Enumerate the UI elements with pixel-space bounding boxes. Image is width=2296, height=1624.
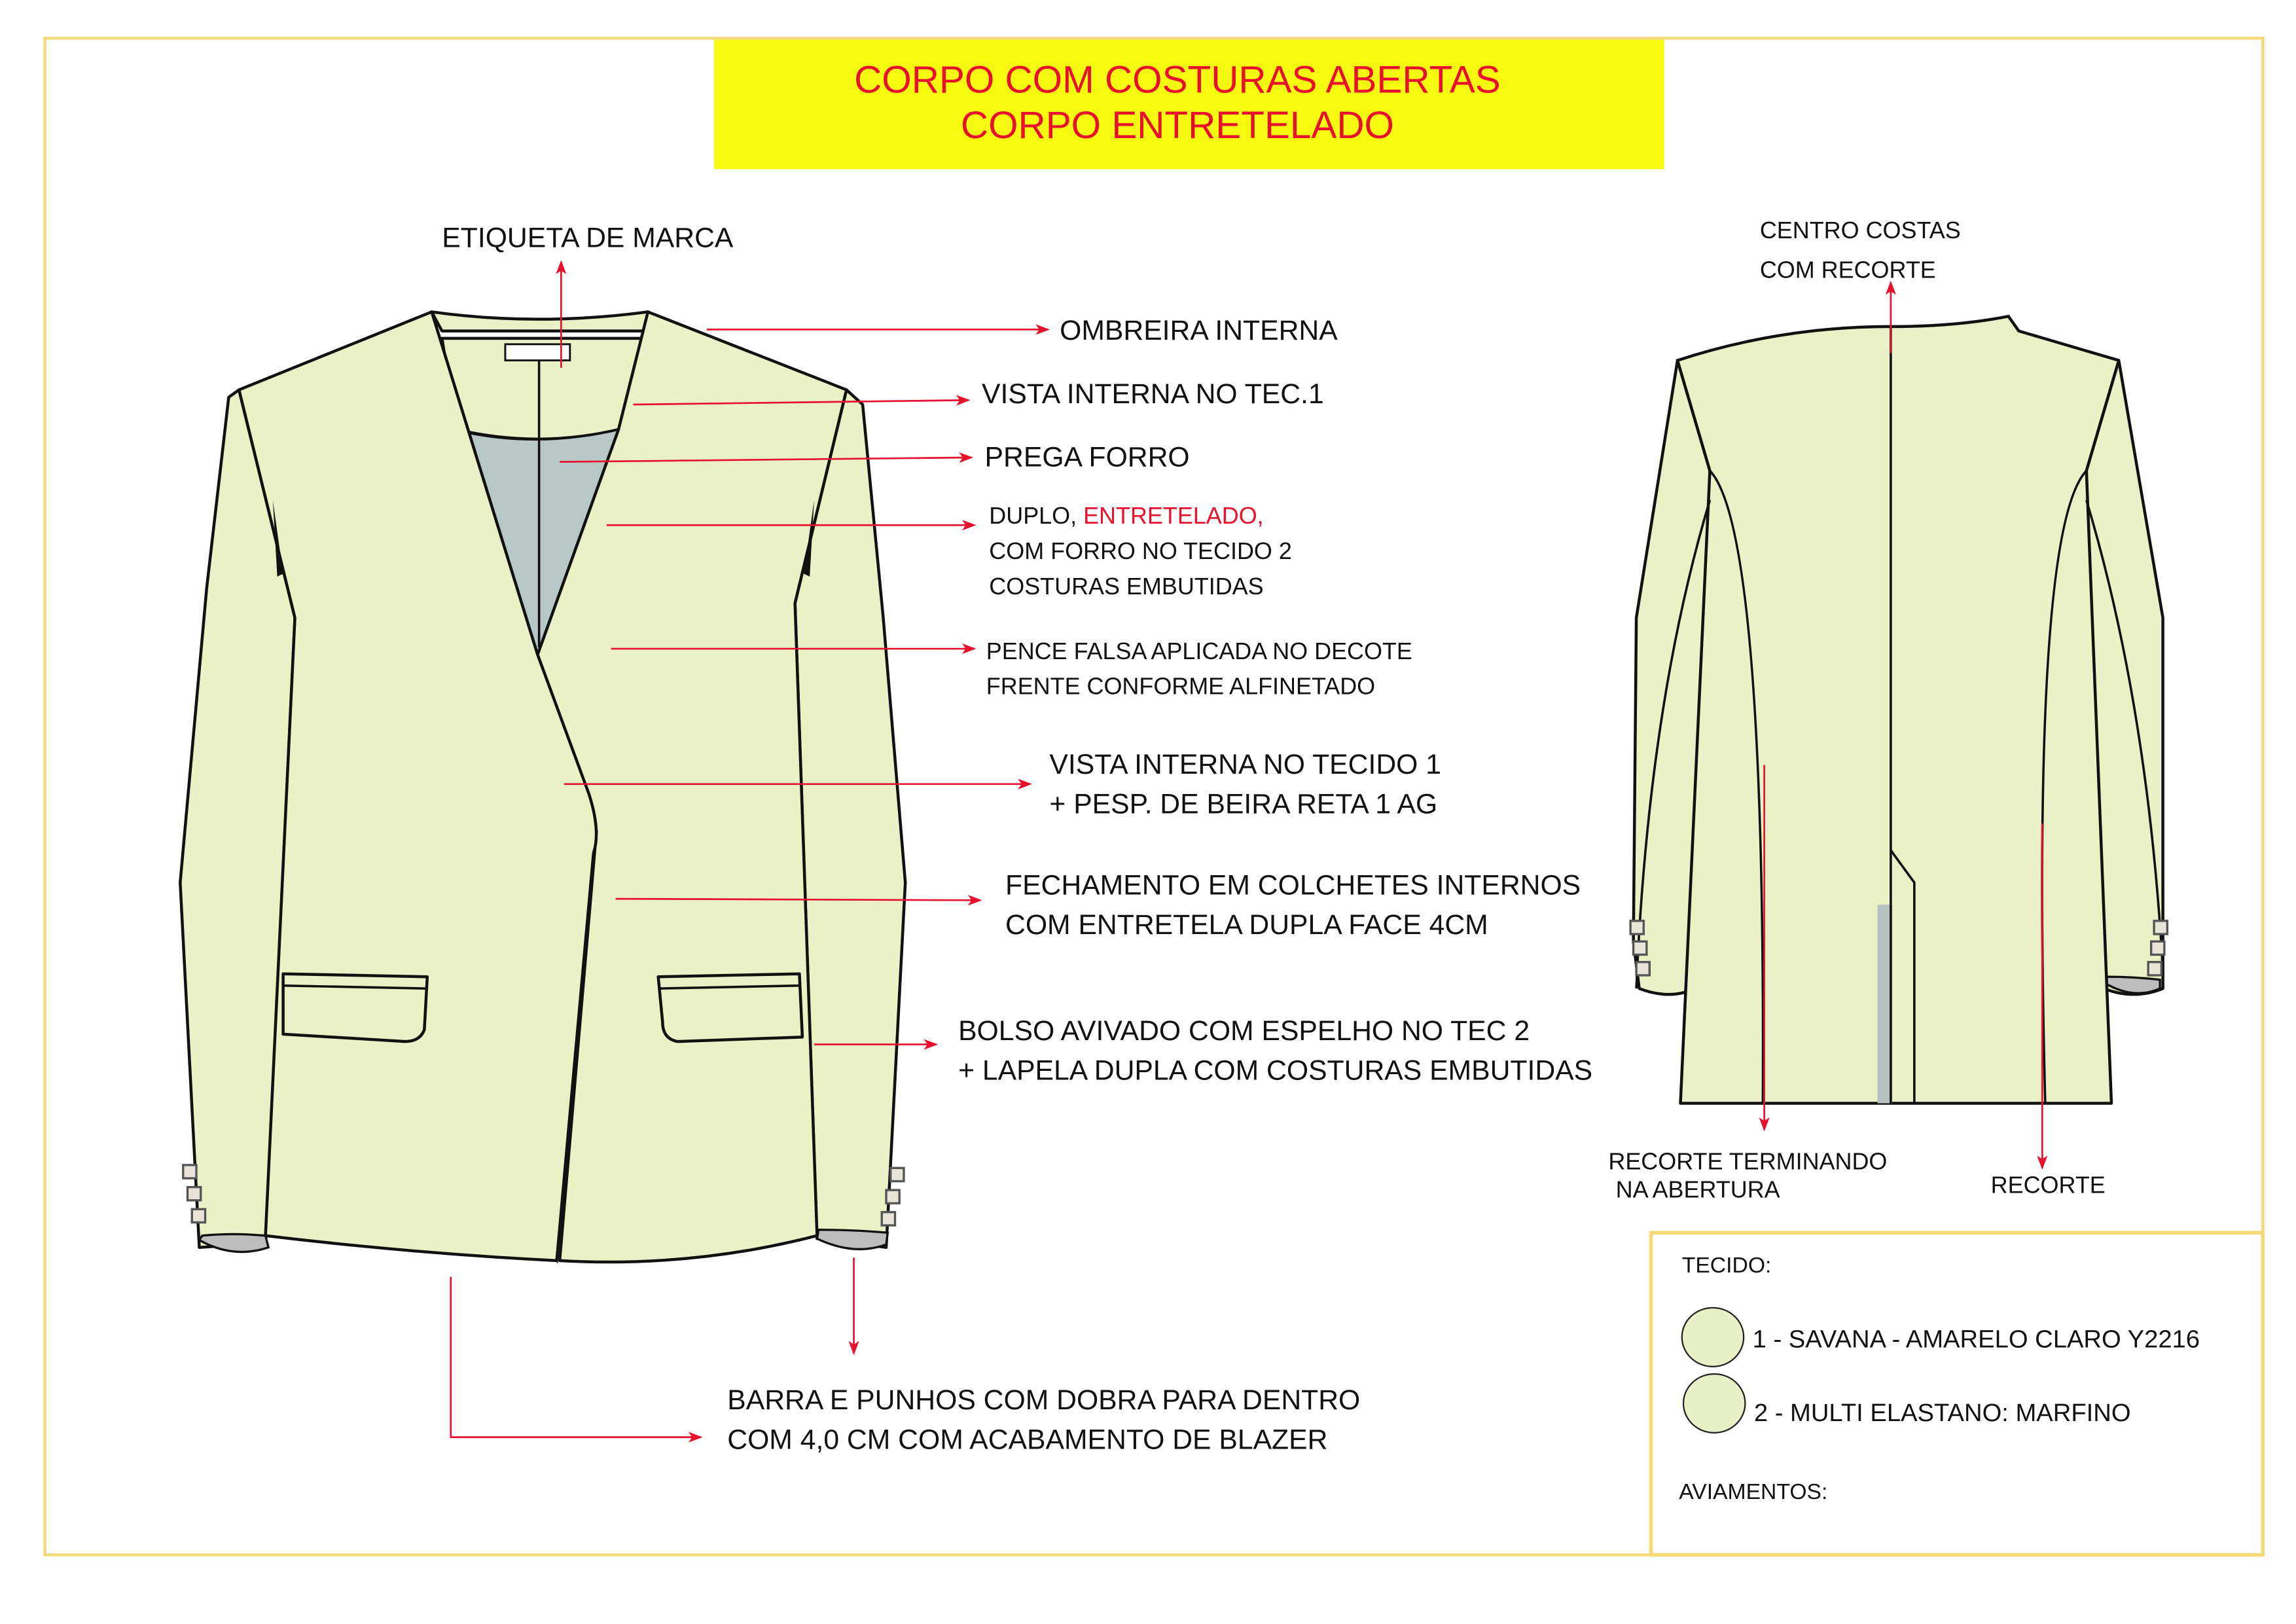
fabric-1-swatch [1681,1307,1745,1367]
back-callouts: CENTRO COSTAS COM RECORTE RECORTE TERMIN… [1608,217,2105,1202]
label-centro-2: COM RECORTE [1760,257,1936,283]
front-jacket-drawing [179,310,907,1264]
aviamentos-label: AVIAMENTOS: [1679,1479,1827,1504]
label-pence-1: PENCE FALSA APLICADA NO DECOTE [986,638,1412,664]
fabric-2-swatch [1682,1373,1746,1434]
fabric-legend: TECIDO: 1 - SAVANA - AMARELO CLARO Y2216… [1649,1231,2265,1557]
title-line-1: CORPO COM COSTURAS ABERTAS [854,59,1501,101]
label-duplo-2: COM FORRO NO TECIDO 2 [989,537,1292,564]
label-recorte-term-1: RECORTE TERMINANDO [1608,1148,1887,1175]
back-sleeve-seams [1635,499,2164,989]
right-cuff-buttons [880,1166,905,1227]
title-line-2: CORPO ENTRETELADO [961,104,1394,147]
left-cuff-buttons [182,1164,207,1224]
back-center-seam [1890,326,1916,1104]
label-recorte-term-2: NA ABERTURA [1616,1176,1780,1202]
front-callouts: ETIQUETA DE MARCA OMBREIRA INTERNA VISTA… [442,223,1592,1456]
back-cuff-buttons [1629,920,2169,977]
label-duplo: DUPLO, ENTRETELADO, [989,502,1263,529]
label-duplo-3: COSTURAS EMBUTIDAS [989,573,1263,600]
back-right-cuff [2102,975,2161,995]
right-cuff [816,1229,889,1251]
label-bolso-2: + LAPELA DUPLA COM COSTURAS EMBUTIDAS [958,1055,1592,1087]
label-vista-1: VISTA INTERNA NO TECIDO 1 [1049,749,1441,780]
back-body [1676,314,2121,1105]
label-pence-2: FRENTE CONFORME ALFINETADO [986,673,1375,700]
left-cuff [198,1233,270,1254]
label-centro-1: CENTRO COSTAS [1760,217,1961,244]
right-pocket [656,972,804,1043]
label-vista-tec1: VISTA INTERNA NO TEC.1 [982,378,1324,410]
fabric-1-label: 1 - SAVANA - AMARELO CLARO Y2216 [1753,1326,2200,1354]
label-recorte: RECORTE [1991,1172,2106,1199]
brand-label [504,343,571,362]
label-bolso-1: BOLSO AVIVADO COM ESPELHO NO TEC 2 [958,1015,1530,1047]
label-fechamento-1: FECHAMENTO EM COLCHETES INTERNOS [1005,869,1581,901]
tecido-label: TECIDO: [1682,1253,1772,1278]
left-pocket [281,972,429,1043]
back-neck [430,310,650,333]
label-barra-2: COM 4,0 CM COM ACABAMENTO DE BLAZER [727,1424,1327,1456]
fabric-2-label: 2 - MULTI ELASTANO: MARFINO [1754,1399,2131,1427]
label-fechamento-2: COM ENTRETELA DUPLA FACE 4CM [1005,909,1488,941]
back-vent-lining [1877,905,1893,1104]
label-barra-1: BARRA E PUNHOS COM DOBRA PARA DENTRO [727,1384,1360,1416]
page-frame [43,37,2265,1557]
back-jacket-drawing [1629,314,2169,1105]
label-vista-2: + PESP. DE BEIRA RETA 1 AG [1049,789,1437,820]
front-callout-arrows [450,260,1050,1443]
label-prega: PREGA FORRO [985,441,1190,473]
title-box: CORPO COM COSTURAS ABERTAS CORPO ENTRETE… [714,39,1664,170]
label-etiqueta: ETIQUETA DE MARCA [442,223,734,254]
back-callout-arrows [1759,280,2048,1170]
label-ombreira: OMBREIRA INTERNA [1060,315,1338,346]
